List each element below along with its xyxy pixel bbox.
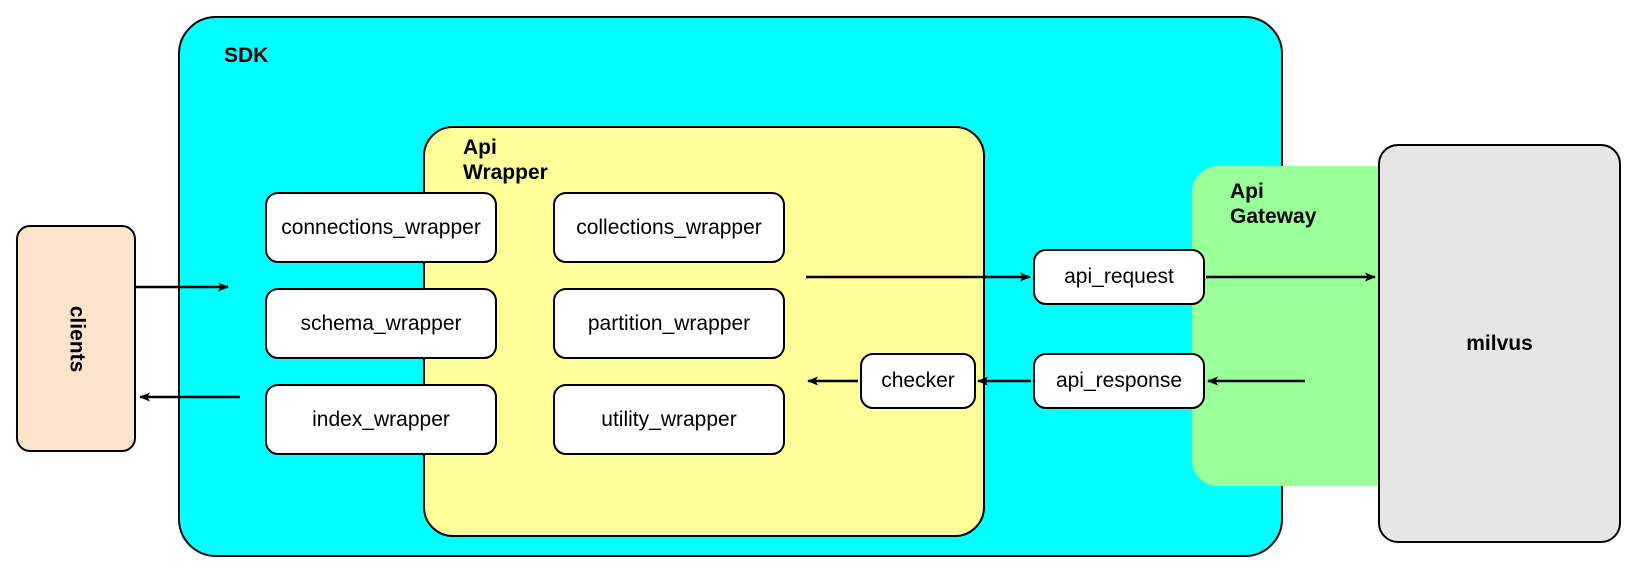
node-label: partition_wrapper [587, 311, 751, 335]
node-partition-wrapper[interactable]: partition_wrapper [553, 288, 785, 359]
node-clients[interactable]: clients [16, 225, 136, 452]
node-collections-wrapper[interactable]: collections_wrapper [553, 192, 785, 263]
node-label: connections_wrapper [281, 215, 481, 239]
node-label: clients [65, 305, 88, 372]
node-label: collections_wrapper [576, 215, 762, 239]
node-label: index_wrapper [312, 407, 450, 431]
node-label: schema_wrapper [300, 311, 462, 335]
node-label: milvus [1466, 331, 1533, 355]
node-label: api_response [1055, 369, 1183, 392]
sdk-label: SDK [224, 44, 269, 67]
node-index-wrapper[interactable]: index_wrapper [265, 384, 497, 455]
api-wrapper-label: Api Wrapper [463, 136, 548, 184]
node-connections-wrapper[interactable]: connections_wrapper [265, 192, 497, 263]
node-api-request[interactable]: api_request [1033, 249, 1205, 305]
node-label: api_request [1064, 265, 1174, 288]
node-api-response[interactable]: api_response [1033, 353, 1205, 409]
node-milvus[interactable]: milvus [1378, 144, 1621, 543]
node-label: utility_wrapper [601, 407, 737, 431]
node-label: checker [881, 369, 955, 392]
api-gateway-label: Api Gateway [1230, 180, 1317, 228]
node-utility-wrapper[interactable]: utility_wrapper [553, 384, 785, 455]
node-checker[interactable]: checker [860, 353, 976, 409]
node-schema-wrapper[interactable]: schema_wrapper [265, 288, 497, 359]
